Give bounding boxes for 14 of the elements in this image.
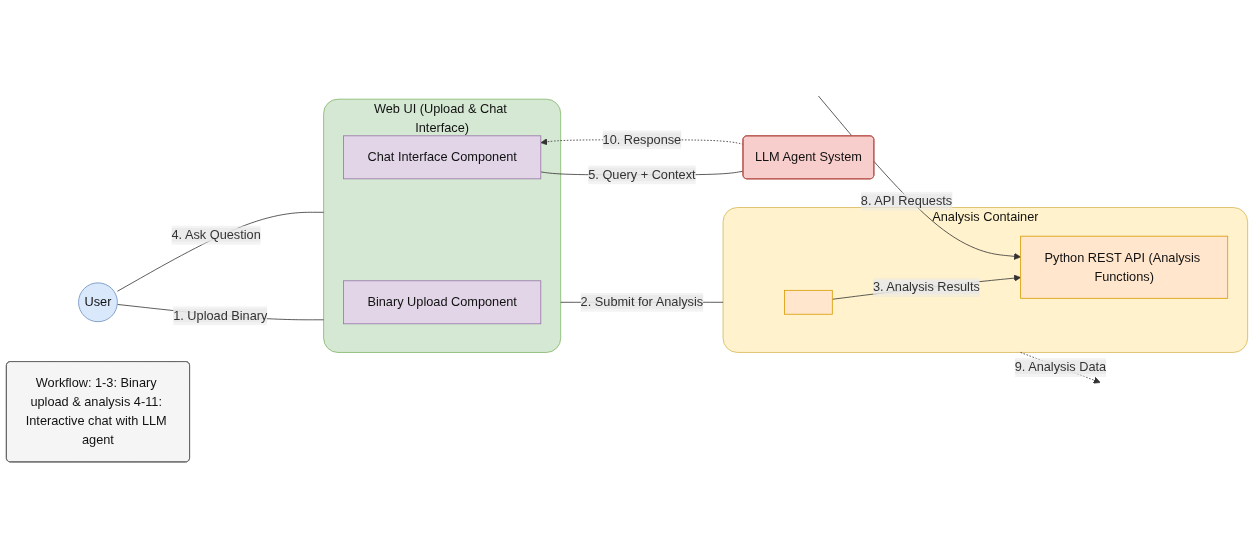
edge-label: 2. Submit for Analysis bbox=[580, 295, 704, 309]
connector bbox=[117, 211, 324, 292]
node-box: Python REST API (Analysis Functions) bbox=[1020, 235, 1229, 299]
edge-label: 5. Query + Context bbox=[588, 167, 696, 182]
node-box bbox=[784, 289, 833, 315]
edge-label: 9. Analysis Data bbox=[1014, 360, 1107, 374]
edge-label: 4. Ask Question bbox=[171, 228, 261, 242]
node-box: Chat Interface Component bbox=[343, 135, 542, 180]
edge-label: 3. Analysis Results bbox=[872, 280, 980, 294]
edge-label: 8. API Requests bbox=[860, 193, 953, 208]
edge-label: 10. Response bbox=[602, 132, 682, 147]
node-box: Binary Upload Component bbox=[343, 280, 542, 325]
node-circle: User bbox=[78, 282, 118, 323]
edge-label: 1. Upload Binary bbox=[173, 308, 268, 323]
